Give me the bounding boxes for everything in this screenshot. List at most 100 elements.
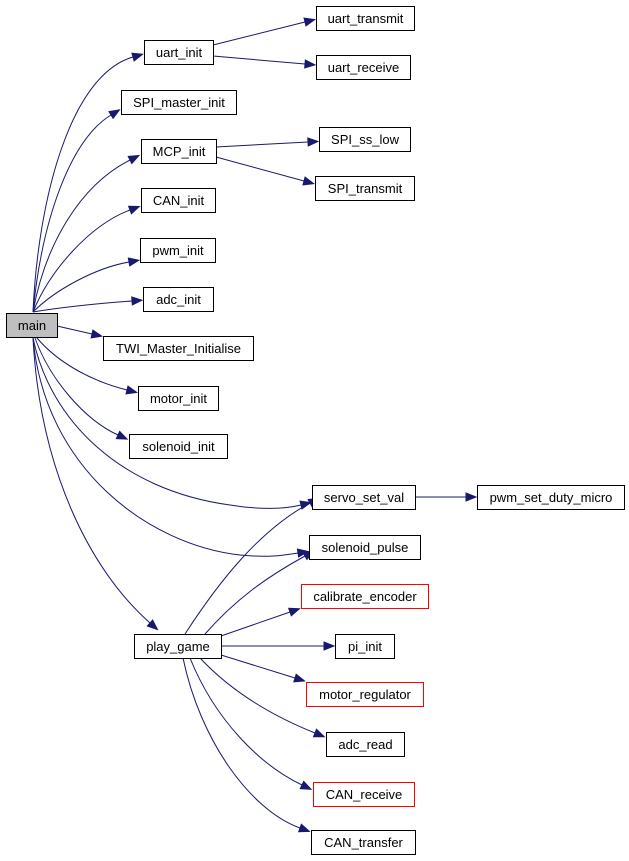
edge-main-to-motor_init [36,337,128,391]
edge-play_game-to-calibrate_encoder [220,611,291,637]
node-pwm_set_duty_micro[interactable]: pwm_set_duty_micro [477,485,625,510]
node-box-motor_init[interactable] [138,386,219,411]
arrowhead-main-to-solenoid_init [115,430,129,440]
edge-play_game-to-servo_set_val [184,502,311,635]
node-solenoid_init[interactable]: solenoid_init [129,434,228,459]
arrowhead-MCP_init-to-SPI_transmit [302,176,315,186]
node-box-pi_init[interactable] [335,634,395,659]
node-box-uart_transmit[interactable] [316,6,415,31]
node-SPI_transmit[interactable]: SPI_transmit [315,176,415,201]
arrowhead-main-to-MCP_init [127,154,141,165]
node-box-CAN_init[interactable] [141,188,216,213]
edge-uart_init-to-uart_receive [212,55,306,65]
node-uart_init[interactable]: uart_init [144,40,214,65]
edge-main-to-solenoid_init [34,337,119,436]
node-play_game[interactable]: play_game [134,634,222,659]
arrowhead-main-to-solenoid_pulse [296,548,310,558]
node-box-SPI_transmit[interactable] [315,176,415,201]
node-box-SPI_ss_low[interactable] [319,127,411,152]
arrowhead-uart_init-to-uart_transmit [303,17,317,27]
node-label-main: main [18,318,46,333]
node-CAN_transfer[interactable]: CAN_transfer [311,830,416,855]
call-edges [32,17,478,833]
edge-uart_init-to-uart_transmit [212,21,306,46]
arrowhead-servo_set_val-to-pwm_set_duty_micro [465,492,478,502]
node-box-servo_set_val[interactable] [312,485,416,510]
arrowhead-main-to-play_game [146,619,159,631]
arrowhead-play_game-to-motor_regulator [293,673,306,683]
arrowhead-main-to-pwm_init [127,257,141,267]
node-pwm_init[interactable]: pwm_init [140,238,216,263]
node-box-MCP_init[interactable] [141,139,217,164]
node-label-CAN_init: CAN_init [153,193,205,208]
node-box-solenoid_init[interactable] [129,434,228,459]
node-MCP_init[interactable]: MCP_init [141,139,217,164]
node-box-adc_read[interactable] [326,732,405,757]
node-pi_init[interactable]: pi_init [335,634,395,659]
node-label-CAN_receive: CAN_receive [326,787,403,802]
node-box-CAN_receive[interactable] [313,782,415,807]
node-label-MCP_init: MCP_init [153,144,206,159]
node-servo_set_val[interactable]: servo_set_val [312,485,416,510]
node-adc_read[interactable]: adc_read [326,732,405,757]
arrowhead-play_game-to-CAN_receive [299,780,313,790]
edge-main-to-TWI_Master_Initialise [56,325,93,335]
node-box-play_game[interactable] [134,634,222,659]
edge-play_game-to-solenoid_pulse [204,555,306,635]
node-label-motor_init: motor_init [150,391,207,406]
node-main[interactable]: main [6,313,58,338]
node-box-motor_regulator[interactable] [306,682,424,707]
node-label-uart_receive: uart_receive [328,60,400,75]
node-motor_init[interactable]: motor_init [138,386,219,411]
edge-main-to-servo_set_val [32,337,302,509]
edge-main-to-uart_init [32,56,134,313]
node-solenoid_pulse[interactable]: solenoid_pulse [309,535,421,560]
node-SPI_master_init[interactable]: SPI_master_init [121,90,237,115]
node-label-CAN_transfer: CAN_transfer [324,835,403,850]
edge-main-to-pwm_init [32,261,130,313]
edge-play_game-to-CAN_transfer [182,657,301,829]
edge-MCP_init-to-SPI_transmit [215,156,305,182]
node-uart_receive[interactable]: uart_receive [316,55,411,80]
node-box-TWI_Master_Initialise[interactable] [103,336,254,361]
node-box-pwm_init[interactable] [140,238,216,263]
node-CAN_receive[interactable]: CAN_receive [313,782,415,807]
node-label-solenoid_init: solenoid_init [142,439,215,454]
node-label-solenoid_pulse: solenoid_pulse [322,540,409,555]
node-box-solenoid_pulse[interactable] [309,535,421,560]
arrowhead-play_game-to-CAN_transfer [297,823,311,833]
call-nodes: main uart_init uart_transmit uart_receiveSP… [6,6,625,855]
edge-play_game-to-adc_read [199,657,316,734]
node-label-SPI_ss_low: SPI_ss_low [331,132,400,147]
node-box-main[interactable] [6,313,58,338]
node-adc_init[interactable]: adc_init [143,287,214,312]
node-box-calibrate_encoder[interactable] [301,584,429,609]
node-box-pwm_set_duty_micro[interactable] [477,485,625,510]
node-label-pwm_init: pwm_init [152,243,204,258]
node-label-uart_transmit: uart_transmit [328,11,404,26]
arrowhead-uart_init-to-uart_receive [304,59,317,69]
node-TWI_Master_Initialise[interactable]: TWI_Master_Initialise [103,336,254,361]
node-CAN_init[interactable]: CAN_init [141,188,216,213]
node-SPI_ss_low[interactable]: SPI_ss_low [319,127,411,152]
node-box-uart_receive[interactable] [316,55,411,80]
node-box-SPI_master_init[interactable] [121,90,237,115]
node-box-uart_init[interactable] [144,40,214,65]
arrowhead-main-to-uart_init [131,52,144,62]
edge-main-to-CAN_init [32,209,131,313]
edge-MCP_init-to-SPI_ss_low [215,141,309,148]
edge-main-to-MCP_init [32,159,131,313]
node-box-adc_init[interactable] [143,287,214,312]
node-label-TWI_Master_Initialise: TWI_Master_Initialise [116,341,241,356]
node-calibrate_encoder[interactable]: calibrate_encoder [301,584,429,609]
node-label-play_game: play_game [146,639,210,654]
arrowhead-MCP_init-to-SPI_ss_low [307,137,320,147]
arrowhead-play_game-to-calibrate_encoder [287,607,301,617]
node-uart_transmit[interactable]: uart_transmit [316,6,415,31]
edge-play_game-to-motor_regulator [220,654,296,679]
edge-main-to-adc_init [32,300,133,313]
node-motor_regulator[interactable]: motor_regulator [306,682,424,707]
node-label-pi_init: pi_init [348,639,382,654]
node-box-CAN_transfer[interactable] [311,830,416,855]
